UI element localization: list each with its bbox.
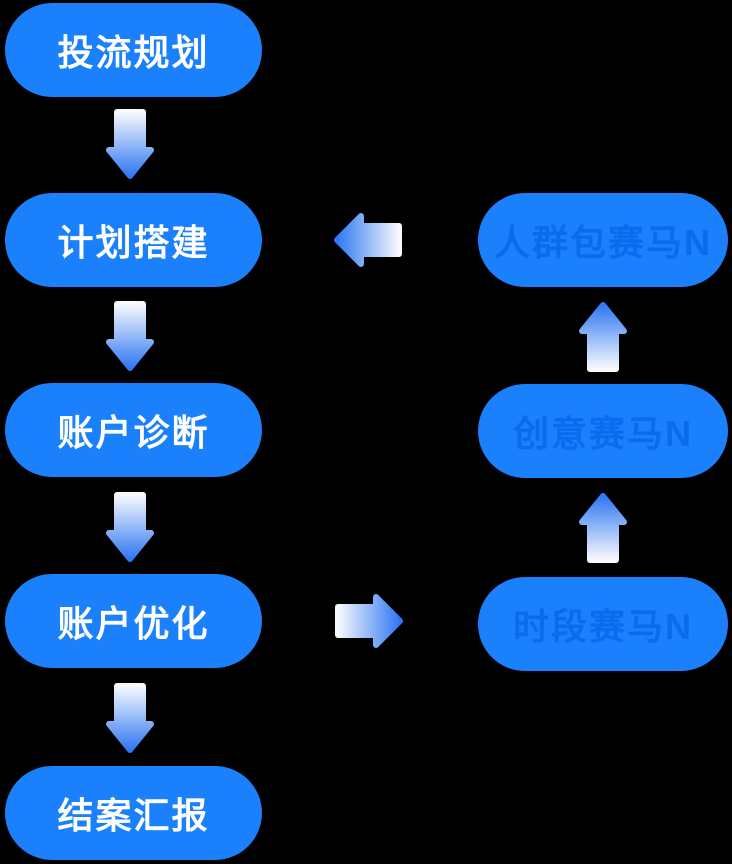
arrow-right-icon [335,594,403,648]
node-label: 投流规划 [57,32,210,73]
node-account-optimization: 账户优化 [5,574,262,668]
arrow-down-icon [106,492,154,562]
node-account-diagnosis: 账户诊断 [5,383,262,477]
node-creative-racing: 创意赛马N [478,384,728,478]
node-final-report: 结案汇报 [5,766,262,860]
node-label: 账户优化 [57,603,210,644]
arrow-up-icon [579,493,627,563]
node-label: 结案汇报 [57,795,210,836]
node-label: 人群包赛马N [494,222,712,263]
node-label: 时段赛马N [513,606,693,647]
arrow-down-icon [106,109,154,179]
node-traffic-planning: 投流规划 [5,3,262,97]
arrow-down-icon [106,683,154,753]
arrow-left-icon [334,213,402,267]
node-label: 计划搭建 [57,222,210,263]
node-timeslot-racing: 时段赛马N [478,577,728,671]
node-audience-pack-racing: 人群包赛马N [478,193,728,287]
arrow-down-icon [106,301,154,371]
node-campaign-setup: 计划搭建 [5,193,262,287]
node-label: 创意赛马N [513,413,693,454]
node-label: 账户诊断 [57,412,210,453]
arrow-up-icon [579,302,627,372]
